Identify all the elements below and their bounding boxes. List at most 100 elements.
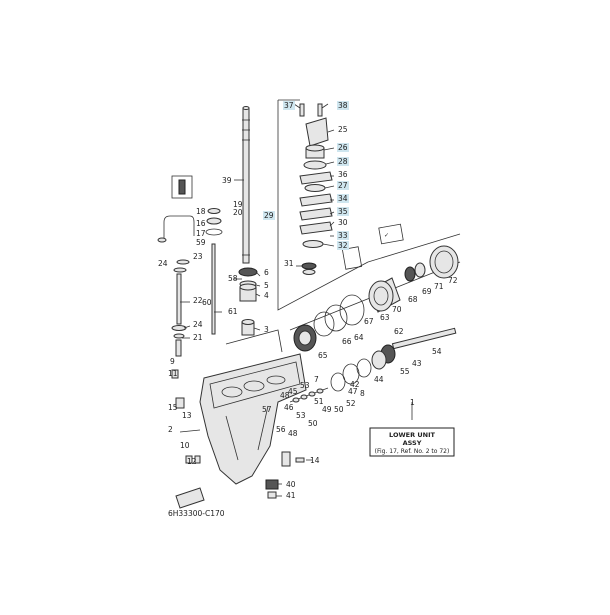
shaft-stack — [238, 267, 258, 336]
part-callout: 20 — [233, 208, 243, 217]
callout-highlight — [337, 207, 349, 216]
part-callout: 57 — [262, 405, 272, 414]
part-callout: 41 — [286, 491, 296, 500]
assy-line2: ASSY — [403, 439, 422, 447]
part-callout: 46 — [284, 403, 294, 412]
callout-highlight — [263, 211, 275, 220]
part-callout: 61 — [228, 307, 238, 316]
part-callout: 63 — [380, 313, 390, 322]
part-callout: 14 — [310, 456, 320, 465]
reference-icons: ✓ — [341, 223, 404, 270]
part-callout: 27 — [338, 181, 348, 190]
part-callout: 21 — [193, 333, 203, 342]
part-callout: 29 — [264, 211, 274, 220]
water-pump-stack — [299, 103, 333, 275]
part-callout: 67 — [364, 317, 374, 326]
part-callout: 17 — [196, 229, 206, 238]
part-callout: 6 — [264, 268, 269, 277]
callout-highlight — [337, 143, 349, 152]
part-callout: 39 — [222, 176, 232, 185]
pump-bracket — [277, 99, 369, 311]
lower-unit-housing — [199, 329, 307, 485]
part-callout: 12 — [187, 457, 197, 466]
callout-highlight — [337, 181, 349, 190]
part-callout: 43 — [412, 359, 422, 368]
prop-shaft-group — [289, 233, 461, 392]
part-callout: 44 — [374, 375, 384, 384]
part-callout: 50 — [308, 419, 318, 428]
part-callout: 10 — [180, 441, 190, 450]
leader-lines — [179, 103, 413, 497]
part-callout: 42 — [350, 380, 360, 389]
part-callout: 30 — [338, 218, 348, 227]
part-callout: 9 — [170, 357, 175, 366]
part-callout: 52 — [346, 399, 356, 408]
part-callout: 70 — [392, 305, 402, 314]
part-callout: 24 — [193, 320, 203, 329]
part-callout: 58 — [228, 274, 238, 283]
part-callout: 34 — [338, 194, 348, 203]
part-callout: 49 — [322, 405, 332, 414]
part-callout: 72 — [448, 276, 458, 285]
part-callout: 35 — [338, 207, 348, 216]
part-callout: 19 — [233, 200, 243, 209]
part-callout: 28 — [338, 157, 348, 166]
callout-highlight — [337, 231, 349, 240]
part-callout: 4 — [264, 291, 269, 300]
part-callout: 50 — [334, 405, 344, 414]
part-callout: 66 — [342, 337, 352, 346]
part-callout: 71 — [434, 282, 444, 291]
part-callout: 38 — [338, 101, 348, 110]
part-callout: 13 — [182, 411, 192, 420]
callout-highlight — [283, 101, 295, 110]
ref-icon-label: ✓ — [384, 232, 389, 239]
callout-highlight — [337, 157, 349, 166]
part-callout: 22 — [193, 296, 203, 305]
callout-highlight — [337, 241, 349, 250]
part-callout: 5 — [264, 281, 269, 290]
part-callout: 68 — [408, 295, 418, 304]
part-callout: 3 — [264, 325, 269, 334]
part-callout: 48 — [280, 391, 290, 400]
part-callout: 56 — [276, 425, 286, 434]
callout-highlight — [337, 101, 349, 110]
part-callout: 54 — [432, 347, 442, 356]
part-callout: 15 — [168, 403, 178, 412]
assy-line1: LOWER UNIT — [389, 431, 435, 439]
callout-highlight — [337, 194, 349, 203]
small-fasteners — [171, 369, 305, 499]
part-callout: 48 — [288, 429, 298, 438]
part-callout: 11 — [168, 369, 178, 378]
part-callout: 23 — [193, 252, 203, 261]
shift-plunger-parts — [289, 387, 329, 403]
part-callout: 47 — [348, 387, 358, 396]
part-callout: 59 — [196, 238, 206, 247]
part-callout: 26 — [338, 143, 348, 152]
part-callout: 40 — [286, 480, 296, 489]
part-callout: 18 — [196, 207, 206, 216]
part-callout: 64 — [354, 333, 364, 342]
part-callout: 32 — [338, 241, 348, 250]
part-callout: 31 — [284, 259, 294, 268]
assy-box: LOWER UNIT ASSY (Fig. 17, Ref. No. 2 to … — [369, 427, 455, 457]
part-callout: 2 — [168, 425, 173, 434]
part-callout: 60 — [202, 298, 212, 307]
part-callout: 51 — [314, 397, 324, 406]
part-callout: 53 — [296, 411, 306, 420]
part-callout: 37 — [284, 101, 294, 110]
part-callout: 8 — [360, 389, 365, 398]
part-callout: 53 — [300, 381, 310, 390]
drive-shaft — [242, 106, 250, 264]
part-callout: 36 — [338, 170, 348, 179]
part-callout: 55 — [400, 367, 410, 376]
part-callout: 62 — [394, 327, 404, 336]
shift-rod-assembly — [157, 175, 223, 357]
part-callout: 24 — [158, 259, 168, 268]
figure-code: 6H33300-C170 — [168, 509, 225, 518]
part-callout: 69 — [422, 287, 432, 296]
figure-code-mark — [175, 487, 205, 509]
part-callout: 1 — [410, 398, 415, 407]
part-callout: 7 — [314, 375, 319, 384]
